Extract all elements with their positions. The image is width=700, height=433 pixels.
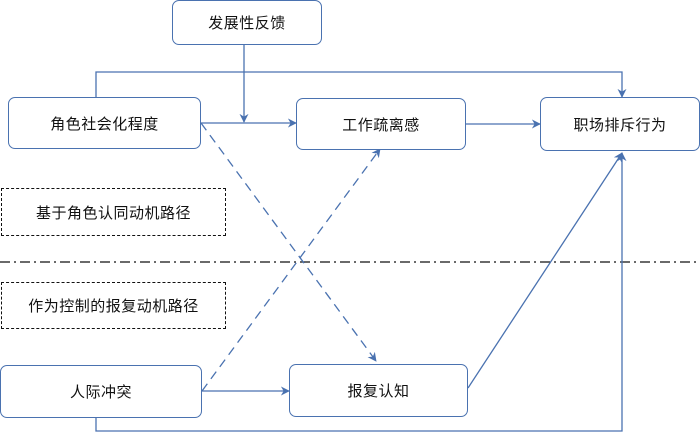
feedback-node: 发展性反馈 (172, 0, 322, 45)
socialization-to-retaliation-dashed-arrow (200, 122, 377, 362)
alienation-label: 工作疏离感 (342, 115, 420, 134)
alienation-node: 工作疏离感 (296, 98, 466, 150)
retaliation-node: 报复认知 (289, 364, 468, 417)
socialization-node: 角色社会化程度 (8, 97, 201, 149)
socialization-to-exclusion-arrow (95, 71, 627, 98)
conflict-to-exclusion-arrow (95, 152, 627, 432)
feedback-label: 发展性反馈 (208, 14, 286, 32)
conflict-node: 人际冲突 (0, 365, 202, 418)
conflict-to-alienation-dashed-arrow (201, 148, 381, 392)
retaliation-to-exclusion-arrow (467, 152, 623, 389)
exclusion-label: 职场排斥行为 (573, 115, 667, 134)
control-path-box: 作为控制的报复动机路径 (1, 282, 226, 329)
socialization-label: 角色社会化程度 (50, 114, 159, 133)
identity-path-label: 基于角色认同动机路径 (35, 203, 191, 222)
exclusion-node: 职场排斥行为 (540, 97, 700, 151)
retaliation-label: 报复认知 (347, 382, 410, 400)
conflict-label: 人际冲突 (69, 383, 132, 401)
control-path-label: 作为控制的报复动机路径 (28, 297, 199, 315)
identity-path-box: 基于角色认同动机路径 (1, 188, 226, 236)
